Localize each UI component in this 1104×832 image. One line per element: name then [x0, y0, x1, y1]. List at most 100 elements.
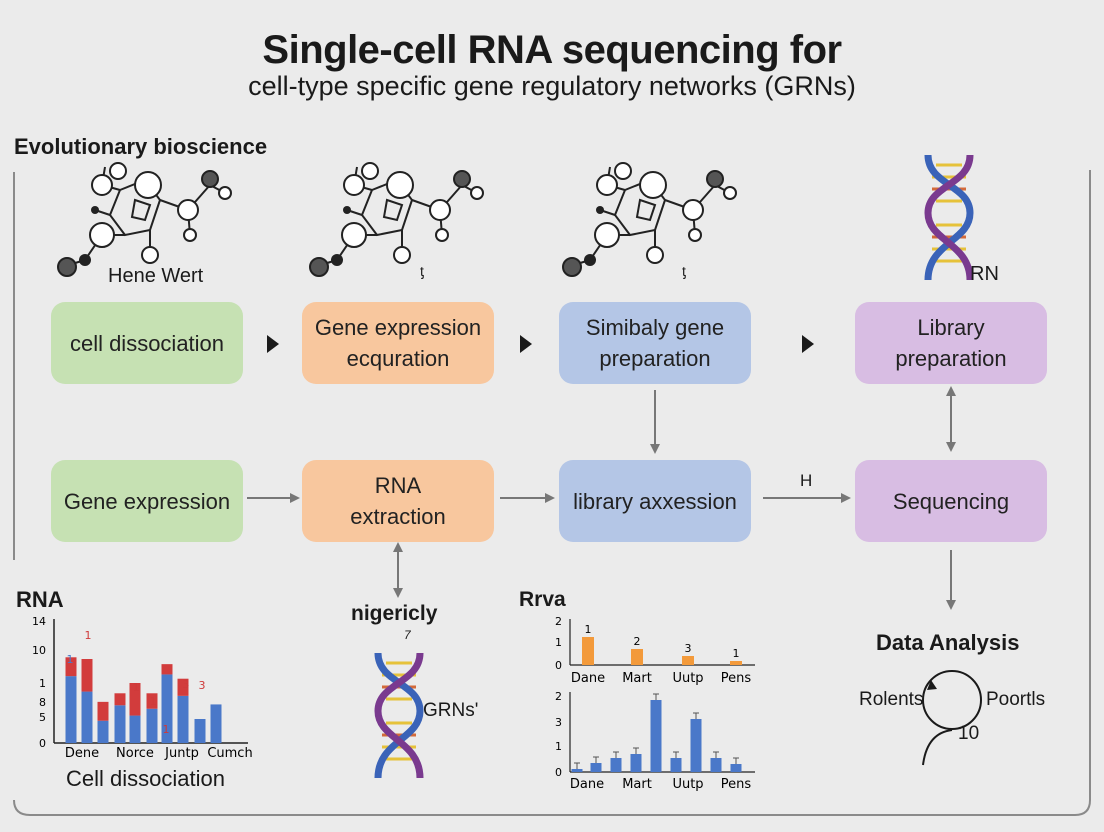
bar-series-1	[129, 715, 141, 743]
x-tick-label: Pens	[721, 671, 752, 686]
bar-value-label: 1	[216, 705, 223, 718]
y-tick-label: 2	[555, 690, 562, 703]
x-tick-label: Norce	[116, 746, 154, 761]
bar-value-label: 1	[733, 647, 740, 660]
page-title: Single-cell RNA sequencing for	[262, 28, 842, 72]
bar-series-1	[114, 705, 126, 743]
bar	[631, 649, 643, 665]
x-tick-label: Dene	[65, 746, 99, 761]
bar-series-2	[114, 693, 126, 706]
bar-value-label: 2	[634, 635, 641, 648]
x-tick-label: Cumch	[207, 746, 252, 761]
bar	[630, 754, 642, 772]
left-panel-caption: Cell dissociation	[66, 766, 225, 791]
y-tick-label: 5	[39, 711, 46, 724]
library-axxession-box: library axxession	[559, 460, 751, 542]
data-analysis-title: Data Analysis	[876, 630, 1020, 655]
section-label: Evolutionary bioscience	[14, 134, 268, 159]
data-analysis-left-label: Rolents	[859, 689, 924, 710]
molecule-label-3: ƫ	[682, 263, 686, 279]
bar-series-1	[194, 719, 206, 743]
bar-series-2	[97, 701, 109, 721]
middle-panel-mark: 7	[404, 628, 411, 642]
bar-series-2	[81, 659, 93, 692]
y-tick-label: 1	[555, 636, 562, 649]
bar	[730, 764, 742, 772]
middle-panel-title: nigericly	[351, 602, 438, 625]
y-tick-label: 0	[555, 659, 562, 672]
y-tick-label: 8	[39, 696, 46, 709]
y-tick-label: 10	[32, 644, 46, 657]
grns-label: GRNs'	[423, 700, 479, 721]
library-preparation-box: Library preparation	[855, 302, 1047, 384]
dna-helix-icon	[924, 154, 974, 281]
bar-series-2	[146, 693, 158, 709]
x-tick-label: Dane	[571, 671, 605, 686]
simibaly-gene-preparation-box: Simibaly gene preparation	[559, 302, 751, 384]
molecule-icon	[57, 162, 232, 277]
molecule-icon	[562, 162, 737, 277]
bar-series-1	[161, 674, 173, 743]
bar-value-label: 1	[133, 681, 140, 694]
cycle-icon	[922, 670, 982, 766]
gene-expression-box: Gene expression	[51, 460, 243, 542]
y-tick-label: 1	[39, 677, 46, 690]
bar-series-1	[177, 695, 189, 743]
molecule-label-2: ƫ	[420, 263, 424, 279]
bar-series-2	[65, 657, 77, 677]
bar	[690, 719, 702, 772]
rna-extraction-box: RNA extraction	[302, 460, 494, 542]
x-tick-label: Mart	[622, 671, 652, 686]
bar-series-1	[65, 676, 77, 743]
bar	[650, 700, 662, 772]
y-tick-label: 2	[555, 615, 562, 628]
bar-value-label: 1	[585, 623, 592, 636]
x-tick-label: Dane	[570, 777, 604, 792]
y-tick-label: 14	[32, 615, 46, 628]
bar-series-2	[177, 678, 189, 696]
x-tick-label: Pens	[721, 777, 752, 792]
x-tick-label: Uutp	[672, 777, 703, 792]
dna-helix-icon	[374, 652, 424, 779]
bar-value-label: 1	[67, 653, 74, 666]
bar-series-2	[161, 664, 173, 675]
bar	[582, 637, 594, 665]
arrow-label-h: H	[800, 471, 813, 490]
bar-series-1	[97, 720, 109, 743]
data-analysis-right-label: Poortls	[986, 689, 1046, 710]
sequencing-box: Sequencing	[855, 460, 1047, 542]
y-tick-label: 0	[39, 737, 46, 750]
bar-series-1	[81, 691, 93, 743]
bar	[590, 763, 602, 772]
bar	[610, 758, 622, 772]
bar	[730, 661, 742, 665]
bar-value-label: 1	[150, 695, 157, 708]
y-tick-label: 0	[555, 766, 562, 779]
left-panel-title: RNA	[16, 587, 64, 612]
x-tick-label: Uutp	[672, 671, 703, 686]
x-tick-label: Juntp	[164, 746, 199, 761]
bar-value-label: 2	[116, 709, 123, 722]
y-tick-label: 3	[555, 716, 562, 729]
page-subtitle: cell-type specific gene regulatory netwo…	[248, 71, 856, 101]
bar-value-label: 1	[85, 629, 92, 642]
molecule-icon	[309, 162, 484, 277]
molecule-label-1: Hene Wert	[108, 265, 204, 287]
bar	[682, 656, 694, 665]
bar-value-label: 3	[199, 679, 206, 692]
cell-dissociation-box: cell dissociation	[51, 302, 243, 384]
y-tick-label: 1	[555, 740, 562, 753]
dna-label: RN	[970, 263, 999, 285]
bar-value-label: 3	[685, 642, 692, 655]
bar-value-label: 1	[163, 723, 170, 736]
bar	[710, 758, 722, 772]
gene-expression-equration-box: Gene expression ecquration	[302, 302, 494, 384]
bar-series-2	[129, 683, 141, 716]
bar	[571, 769, 583, 772]
x-tick-label: Mart	[622, 777, 652, 792]
right-panel-title: Rrva	[519, 588, 566, 611]
